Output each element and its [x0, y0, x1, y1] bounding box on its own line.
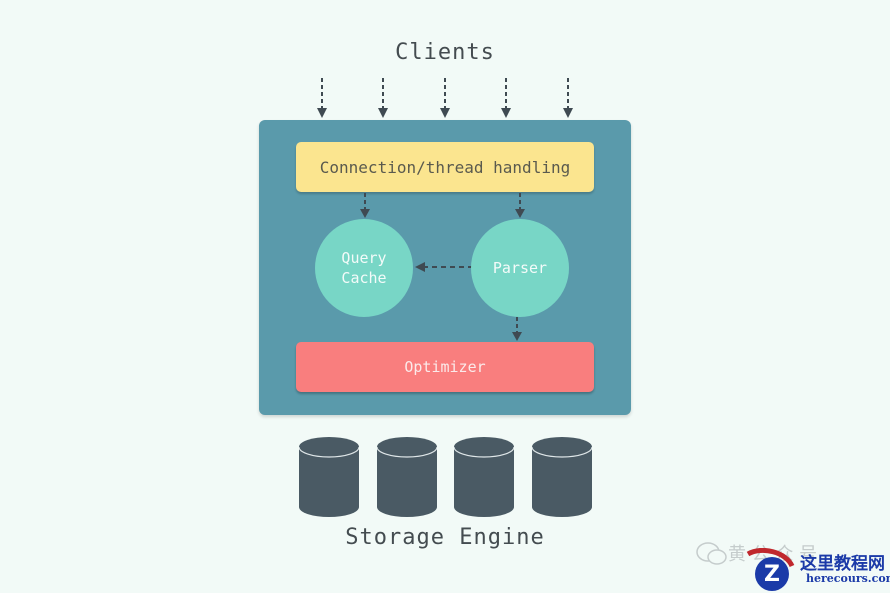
client-arrow-icon	[440, 78, 450, 118]
optimizer-box: Optimizer	[296, 342, 594, 392]
query-cache-node: Query Cache	[315, 219, 413, 317]
parser-node: Parser	[471, 219, 569, 317]
watermark-site-name: 这里教程网	[800, 554, 885, 574]
arrow-down-icon	[360, 193, 370, 218]
wechat-icon	[696, 542, 727, 565]
svg-text:Z: Z	[764, 562, 780, 587]
database-cylinder-icon	[532, 437, 592, 517]
client-arrow-icon	[501, 78, 511, 118]
query-cache-label-line2: Cache	[341, 269, 387, 287]
database-cylinder-icon	[454, 437, 514, 517]
site-logo-icon: Z	[746, 548, 795, 591]
query-cache-label-line1: Query	[341, 249, 387, 267]
database-cylinder-icon	[299, 437, 359, 517]
clients-label: Clients	[395, 40, 495, 65]
storage-engine-label: Storage Engine	[345, 525, 545, 550]
client-arrow-icon	[317, 78, 327, 118]
connection-thread-handling-box: Connection/thread handling	[296, 142, 594, 192]
watermark-site-url: herecours.com	[806, 572, 890, 585]
arrow-left-icon	[415, 262, 473, 272]
arrow-down-icon	[512, 317, 522, 341]
arrow-down-icon	[515, 193, 525, 218]
watermark-faint-text: 黄 公 众 号	[728, 544, 818, 565]
connection-thread-handling-label: Connection/thread handling	[319, 157, 571, 177]
client-arrow-icon	[378, 78, 388, 118]
parser-label: Parser	[492, 259, 548, 277]
client-arrow-icon	[563, 78, 573, 118]
optimizer-label: Optimizer	[404, 358, 486, 376]
database-cylinder-icon	[377, 437, 437, 517]
